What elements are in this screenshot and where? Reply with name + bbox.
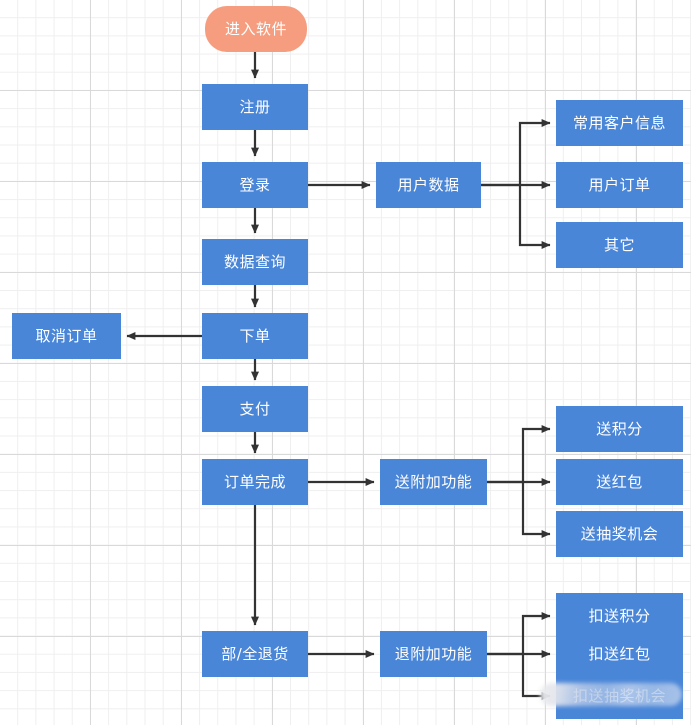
node-place_order[interactable]: 下单 — [202, 313, 308, 359]
node-gift_points[interactable]: 送积分 — [556, 406, 683, 452]
edge-e-returnaddons-deductpoints — [487, 612, 551, 656]
node-label-user_orders: 用户订单 — [588, 175, 651, 194]
blur-redaction-overlay — [540, 683, 682, 706]
node-label-gift_redpacket: 送红包 — [596, 472, 643, 491]
node-label-others: 其它 — [603, 235, 635, 254]
node-label-gift_addons: 送附加功能 — [394, 472, 473, 491]
node-label-login: 登录 — [239, 175, 271, 194]
node-label-place_order: 下单 — [239, 326, 271, 345]
node-label-cancel_order: 取消订单 — [35, 326, 98, 345]
edge-e-userdata-others — [518, 185, 551, 249]
node-label-gift_lottery: 送抽奖机会 — [580, 524, 659, 543]
node-others[interactable]: 其它 — [556, 222, 683, 268]
node-gift_redpacket[interactable]: 送红包 — [556, 459, 683, 505]
node-payment[interactable]: 支付 — [202, 386, 308, 432]
node-order_complete[interactable]: 订单完成 — [202, 459, 308, 505]
node-label-data_query: 数据查询 — [223, 252, 286, 271]
node-login[interactable]: 登录 — [202, 162, 308, 208]
edge-e-giftaddons-points — [487, 425, 551, 484]
node-gift_lottery[interactable]: 送抽奖机会 — [556, 511, 683, 557]
edge-e-giftaddons-lottery — [521, 482, 551, 538]
node-cancel_order[interactable]: 取消订单 — [12, 313, 121, 359]
node-return_addons[interactable]: 退附加功能 — [380, 631, 487, 677]
node-label-return_goods: 部/全退货 — [221, 644, 289, 663]
node-register[interactable]: 注册 — [202, 84, 308, 130]
node-user_data[interactable]: 用户数据 — [376, 162, 481, 208]
node-label-payment: 支付 — [239, 399, 271, 418]
node-label-register: 注册 — [239, 97, 271, 116]
edge-group — [126, 52, 551, 700]
node-label-common_customer: 常用客户信息 — [572, 113, 666, 132]
node-label-deduct_points: 扣送积分 — [588, 606, 651, 625]
node-label-order_complete: 订单完成 — [223, 472, 286, 491]
edge-e-userdata-common — [481, 119, 551, 187]
node-label-deduct_redpacket: 扣送红包 — [588, 644, 651, 663]
node-label-gift_points: 送积分 — [596, 419, 643, 438]
node-label-user_data: 用户数据 — [397, 175, 460, 194]
node-label-return_addons: 退附加功能 — [394, 644, 473, 663]
node-enter_software[interactable]: 进入软件 — [205, 6, 307, 52]
node-common_customer[interactable]: 常用客户信息 — [556, 100, 683, 146]
node-deduct_redpacket[interactable]: 扣送红包 — [556, 631, 683, 677]
node-data_query[interactable]: 数据查询 — [202, 239, 308, 285]
node-return_goods[interactable]: 部/全退货 — [202, 631, 308, 677]
node-gift_addons[interactable]: 送附加功能 — [380, 459, 487, 505]
node-label-enter_software: 进入软件 — [224, 19, 287, 38]
node-user_orders[interactable]: 用户订单 — [556, 162, 683, 208]
